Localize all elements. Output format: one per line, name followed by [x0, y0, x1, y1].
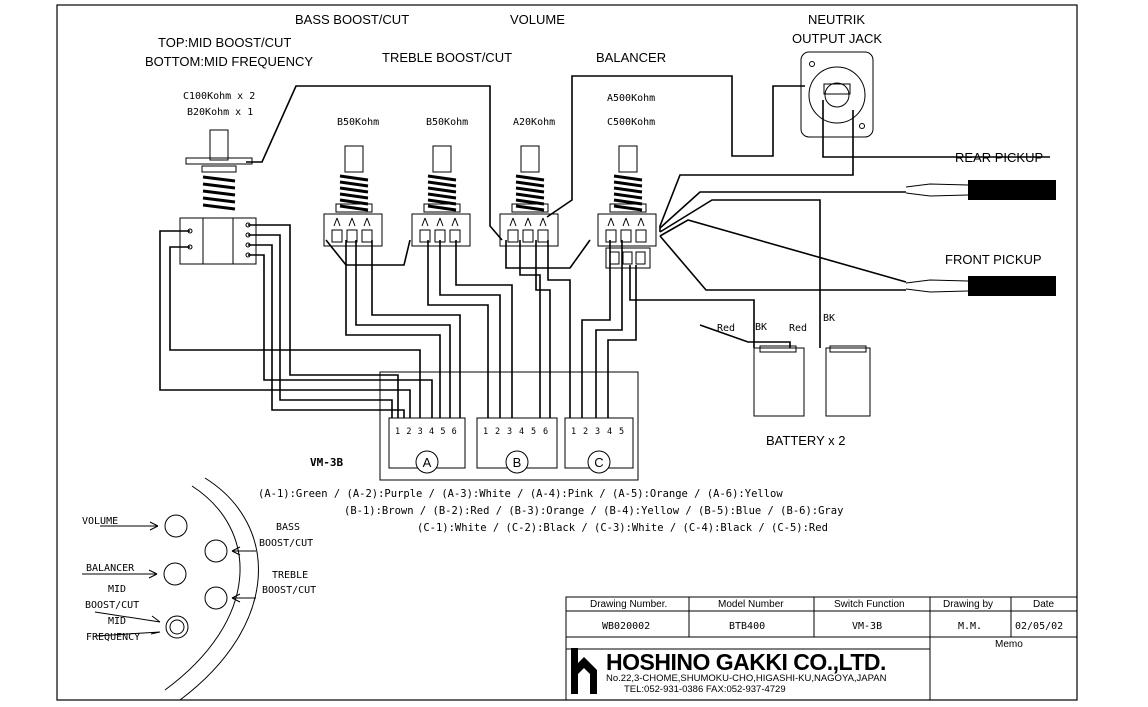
jack-label-1: NEUTRIK — [808, 12, 865, 27]
balancer-pot-value-1: A500Kohm — [607, 93, 655, 104]
header-model-number: Model Number — [718, 599, 784, 610]
header-drawing-by: Drawing by — [943, 599, 993, 610]
battery-wire-red-1: Red — [717, 323, 735, 334]
wiring — [159, 75, 1050, 418]
color-code-a: (A-1):Green / (A-2):Purple / (A-3):White… — [258, 488, 783, 500]
front-pickup-label: FRONT PICKUP — [945, 252, 1042, 267]
knob-mid1-label-1: MID — [108, 584, 126, 595]
treble-pot — [411, 145, 471, 247]
header-date: Date — [1033, 599, 1055, 610]
balancer-label: BALANCER — [596, 50, 666, 65]
knob-volume-label: VOLUME — [82, 516, 118, 527]
volume-pot-value: A20Kohm — [513, 117, 555, 128]
connector-a-pin-3: 3 — [418, 427, 423, 437]
connector-a-badge — [415, 450, 439, 474]
value-switch-function: VM-3B — [852, 621, 882, 632]
connector-a-pin-6: 6 — [452, 427, 457, 437]
connector-a-pin-2: 2 — [406, 427, 411, 437]
mid-pot-value-1: C100Kohm x 2 — [183, 91, 255, 102]
knob-layout — [82, 477, 259, 701]
connector-b-pin-6: 6 — [543, 427, 548, 437]
bass-label: BASS BOOST/CUT — [295, 12, 409, 27]
jack-label-2: OUTPUT JACK — [792, 31, 882, 46]
hoshino-logo — [571, 648, 597, 694]
mid-stacked-pot — [179, 129, 257, 265]
connector-c-pin-1: 1 — [571, 427, 576, 437]
header-switch-function: Switch Function — [834, 599, 905, 610]
treble-label: TREBLE BOOST/CUT — [382, 50, 512, 65]
treble-knob — [204, 586, 228, 610]
battery-wire-red-2: Red — [789, 323, 807, 334]
company-phone: TEL:052-931-0386 FAX:052-937-4729 — [624, 684, 786, 695]
battery-1 — [753, 345, 805, 417]
balancer-knob — [163, 562, 187, 586]
connector-b-badge — [505, 450, 529, 474]
rear-pickup-cable — [905, 180, 1056, 200]
mid-stacked-knob — [165, 615, 189, 639]
knob-balancer-label: BALANCER — [86, 563, 135, 574]
knob-mid2-label-2: FREQUENCY — [86, 632, 140, 643]
volume-pot — [499, 145, 559, 247]
title-block — [565, 596, 1078, 701]
bass-pot — [323, 145, 383, 247]
battery-label: BATTERY x 2 — [766, 433, 845, 448]
connector-b-pin-3: 3 — [507, 427, 512, 437]
front-pickup-cable — [905, 276, 1056, 296]
mid-bottom-label: BOTTOM:MID FREQUENCY — [145, 54, 313, 69]
connector-b-pin-2: 2 — [495, 427, 500, 437]
connector-b-pin-1: 1 — [483, 427, 488, 437]
connector-c-pin-4: 4 — [607, 427, 612, 437]
connector-a-letter: A — [423, 455, 432, 470]
value-drawing-by: M.M. — [958, 621, 982, 632]
bass-knob — [204, 539, 228, 563]
value-date: 02/05/02 — [1015, 621, 1063, 632]
value-drawing-number: WB020002 — [602, 621, 650, 632]
connector-c-letter: C — [594, 455, 603, 470]
connector-b-pin-5: 5 — [531, 427, 536, 437]
connector-a-pin-5: 5 — [440, 427, 445, 437]
battery-wire-bk-2: BK — [823, 313, 835, 324]
vm3b-label: VM-3B — [310, 456, 343, 469]
company-address: No.22,3-CHOME,SHUMOKU-CHO,HIGASHI-KU,NAG… — [606, 673, 887, 684]
memo-label: Memo — [995, 639, 1023, 650]
connector-a-pin-4: 4 — [429, 427, 434, 437]
knob-bass-label-1: BASS — [276, 522, 300, 533]
balancer-pot-value-2: C500Kohm — [607, 117, 655, 128]
header-drawing-number: Drawing Number. — [590, 599, 667, 610]
company-name: HOSHINO GAKKI CO.,LTD. — [606, 649, 886, 675]
treble-pot-value: B50Kohm — [426, 117, 468, 128]
connector-c-pin-3: 3 — [595, 427, 600, 437]
battery-wire-bk-1: BK — [755, 322, 767, 333]
balancer-pot — [597, 145, 657, 269]
volume-knob — [164, 514, 188, 538]
connector-a-pin-1: 1 — [395, 427, 400, 437]
knob-mid1-label-2: BOOST/CUT — [85, 600, 139, 611]
mid-pot-value-2: B20Kohm x 1 — [187, 107, 253, 118]
bass-pot-value: B50Kohm — [337, 117, 379, 128]
connector-c-pin-5: 5 — [619, 427, 624, 437]
battery-2 — [825, 345, 871, 417]
connector-b-pin-4: 4 — [519, 427, 524, 437]
value-model-number: BTB400 — [729, 621, 765, 632]
mid-top-label: TOP:MID BOOST/CUT — [158, 35, 291, 50]
color-code-b: (B-1):Brown / (B-2):Red / (B-3):Orange /… — [344, 505, 843, 517]
volume-label: VOLUME — [510, 12, 565, 27]
knob-bass-label-2: BOOST/CUT — [259, 538, 313, 549]
knob-mid2-label-1: MID — [108, 616, 126, 627]
connector-c-pin-2: 2 — [583, 427, 588, 437]
potentiometers — [323, 145, 657, 269]
output-jack — [800, 51, 874, 138]
knob-treble-label-1: TREBLE — [272, 570, 308, 581]
connector-c-badge — [587, 450, 611, 474]
color-code-c: (C-1):White / (C-2):Black / (C-3):White … — [417, 522, 828, 534]
connector-b-letter: B — [513, 455, 522, 470]
knob-treble-label-2: BOOST/CUT — [262, 585, 316, 596]
